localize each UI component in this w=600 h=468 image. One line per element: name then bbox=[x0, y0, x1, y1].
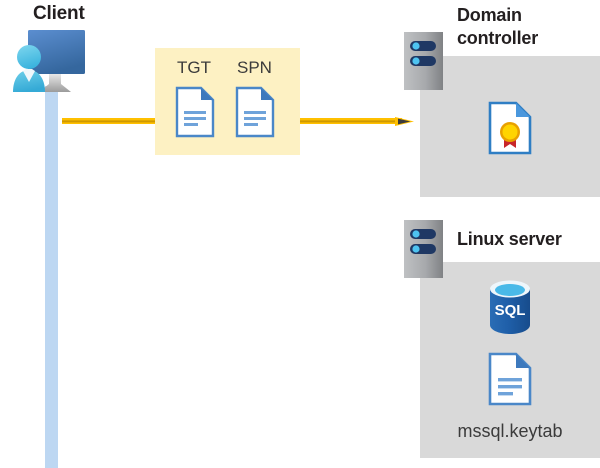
tgt-label: TGT bbox=[177, 58, 211, 77]
token-message-band: TGT SPN bbox=[155, 48, 300, 155]
sql-database-label: SQL bbox=[495, 302, 526, 319]
domain-controller-server-tower-icon bbox=[404, 32, 443, 90]
linux-server-tower-icon bbox=[404, 220, 443, 278]
user-workstation-icon bbox=[8, 26, 100, 98]
domain-controller-title: Domain controller bbox=[457, 5, 539, 48]
client-lifeline bbox=[45, 86, 58, 468]
sql-database-icon: SQL bbox=[486, 279, 534, 335]
spn-document-icon bbox=[235, 86, 275, 138]
client-title: Client bbox=[33, 3, 85, 24]
certificate-document-icon bbox=[488, 101, 532, 155]
linux-server-title: Linux server bbox=[457, 229, 562, 249]
keytab-document-icon bbox=[488, 352, 532, 406]
keytab-filename-label: mssql.keytab bbox=[457, 421, 563, 441]
tgt-document-icon bbox=[175, 86, 215, 138]
spn-label: SPN bbox=[237, 58, 272, 77]
